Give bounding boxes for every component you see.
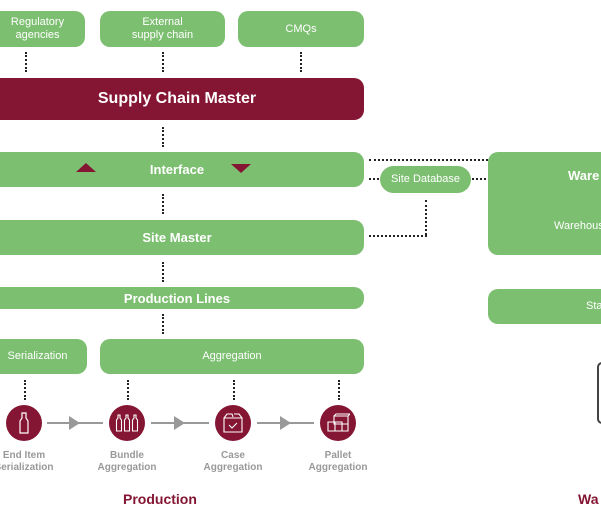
connector — [162, 194, 164, 214]
source-label-line2: agencies — [15, 29, 60, 41]
warehouse-lower-box[interactable]: Sta — [488, 289, 601, 324]
flow-arrow-icon — [174, 416, 185, 430]
connector — [233, 380, 235, 400]
connector — [25, 52, 27, 72]
supply-chain-master-label: Supply Chain Master — [97, 90, 257, 107]
serialization-label: Serialization — [7, 350, 68, 362]
serialization[interactable]: Serialization — [0, 339, 87, 374]
connector — [162, 262, 164, 282]
interface-label: Interface — [149, 162, 205, 177]
step-end-item[interactable] — [6, 405, 42, 441]
flow-arrow-icon — [280, 416, 291, 430]
source-label-line1: External — [142, 16, 183, 28]
connector — [162, 127, 164, 147]
site-database-label: Site Database — [390, 173, 461, 185]
up-arrow-icon — [76, 163, 96, 172]
connector — [300, 52, 302, 72]
bundle-bottles-icon — [115, 414, 139, 432]
pallet-icon — [327, 413, 350, 432]
connector — [24, 380, 26, 400]
site-master-label: Site Master — [142, 230, 212, 245]
case-icon — [223, 413, 243, 433]
site-master[interactable]: Site Master — [0, 220, 364, 255]
connector — [425, 200, 427, 235]
production-lines[interactable]: Production Lines — [0, 287, 364, 309]
aggregation-label: Aggregation — [202, 350, 262, 362]
warehouse-title: Ware — [568, 168, 600, 183]
section-title-warehouse: Wa — [578, 491, 599, 507]
supply-chain-master[interactable]: Supply Chain Master — [0, 78, 364, 120]
warehouse-lower-label: Sta — [586, 300, 601, 312]
interface[interactable]: Interface — [0, 152, 364, 187]
connector — [127, 380, 129, 400]
source-label-line1: Regulatory — [10, 16, 65, 28]
connector — [369, 159, 488, 161]
source-label-line2: supply chain — [131, 29, 194, 41]
flow-arrow-icon — [69, 416, 80, 430]
site-database[interactable]: Site Database — [380, 166, 471, 193]
aggregation[interactable]: Aggregation — [100, 339, 364, 374]
connector — [162, 314, 164, 334]
connector — [162, 52, 164, 72]
connector — [338, 380, 340, 400]
bottle-icon — [19, 412, 29, 434]
device-frame — [597, 362, 601, 424]
section-title-production: Production — [123, 491, 197, 507]
connector — [472, 178, 486, 180]
source-cmqs[interactable]: CMQs — [238, 11, 364, 47]
warehouse-subtitle: Warehous — [554, 220, 601, 232]
production-lines-label: Production Lines — [123, 290, 231, 306]
step-bundle[interactable] — [109, 405, 145, 441]
source-label: CMQs — [285, 22, 317, 35]
step-pallet[interactable] — [320, 405, 356, 441]
warehouse-master[interactable]: Ware Warehous — [488, 152, 601, 255]
connector — [369, 235, 427, 237]
step-case[interactable] — [215, 405, 251, 441]
down-arrow-icon — [231, 164, 251, 173]
connector — [369, 178, 379, 180]
